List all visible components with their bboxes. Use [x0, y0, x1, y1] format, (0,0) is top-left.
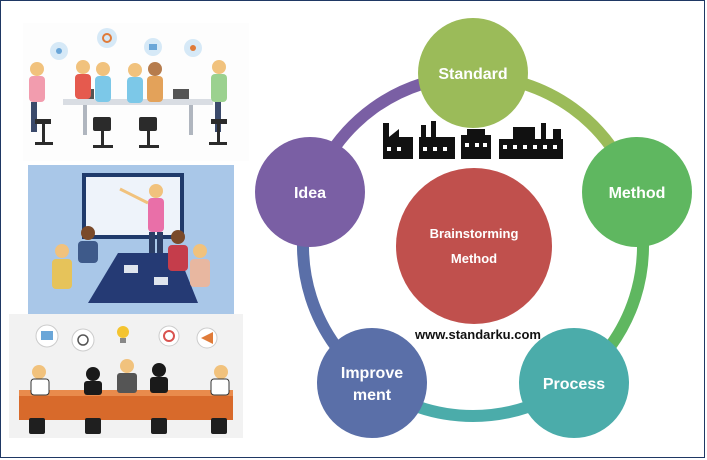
factory-icon-row [383, 121, 563, 159]
center-node: Brainstorming Method [396, 168, 552, 324]
node-label-idea: Idea [294, 185, 326, 202]
speech-bubble-icon [50, 28, 202, 60]
person-icon [211, 60, 227, 132]
node-improvement: Improve ment [317, 328, 427, 438]
node-circle-idea [255, 137, 365, 247]
node-circle-improvement [317, 328, 427, 438]
presenter-icon [119, 184, 164, 258]
megaphone-icon [196, 327, 218, 349]
person-icon [29, 62, 45, 132]
node-circle-process [519, 328, 629, 438]
factory-icon [461, 129, 491, 159]
clock-icon [71, 328, 95, 352]
node-label-improvement: Improve [341, 365, 403, 382]
node-label-standard: Standard [438, 66, 507, 83]
lightbulb-icon [117, 326, 129, 343]
node-label-method: Method [609, 185, 666, 202]
presentation-illustration [28, 165, 234, 315]
person-icon [147, 62, 163, 102]
person-icon [52, 244, 72, 289]
node-label-process: Process [543, 376, 605, 393]
person-icon [168, 230, 188, 271]
person-icon [78, 226, 98, 263]
person-icon [190, 244, 210, 287]
node-method: Method [582, 137, 692, 247]
person-icon [75, 60, 91, 99]
center-label-line1: Brainstorming [430, 226, 519, 241]
chart-icon [35, 324, 59, 348]
person-icon [127, 63, 143, 103]
person-icon [95, 62, 111, 102]
node-standard: Standard [418, 18, 528, 128]
website-label: www.standarku.com [414, 327, 541, 342]
center-label-line2: Method [451, 251, 497, 266]
team-meeting-illustration [23, 23, 249, 161]
node-circle-standard [418, 18, 528, 128]
factory-icon [419, 121, 455, 159]
conference-illustration [9, 314, 243, 438]
factory-icon [383, 123, 413, 159]
node-circle-method [582, 137, 692, 247]
node-label-improvement: ment [353, 387, 392, 404]
node-process: Process [519, 328, 629, 438]
factory-icon [499, 123, 563, 159]
target-icon [158, 325, 180, 347]
node-idea: Idea [255, 137, 365, 247]
